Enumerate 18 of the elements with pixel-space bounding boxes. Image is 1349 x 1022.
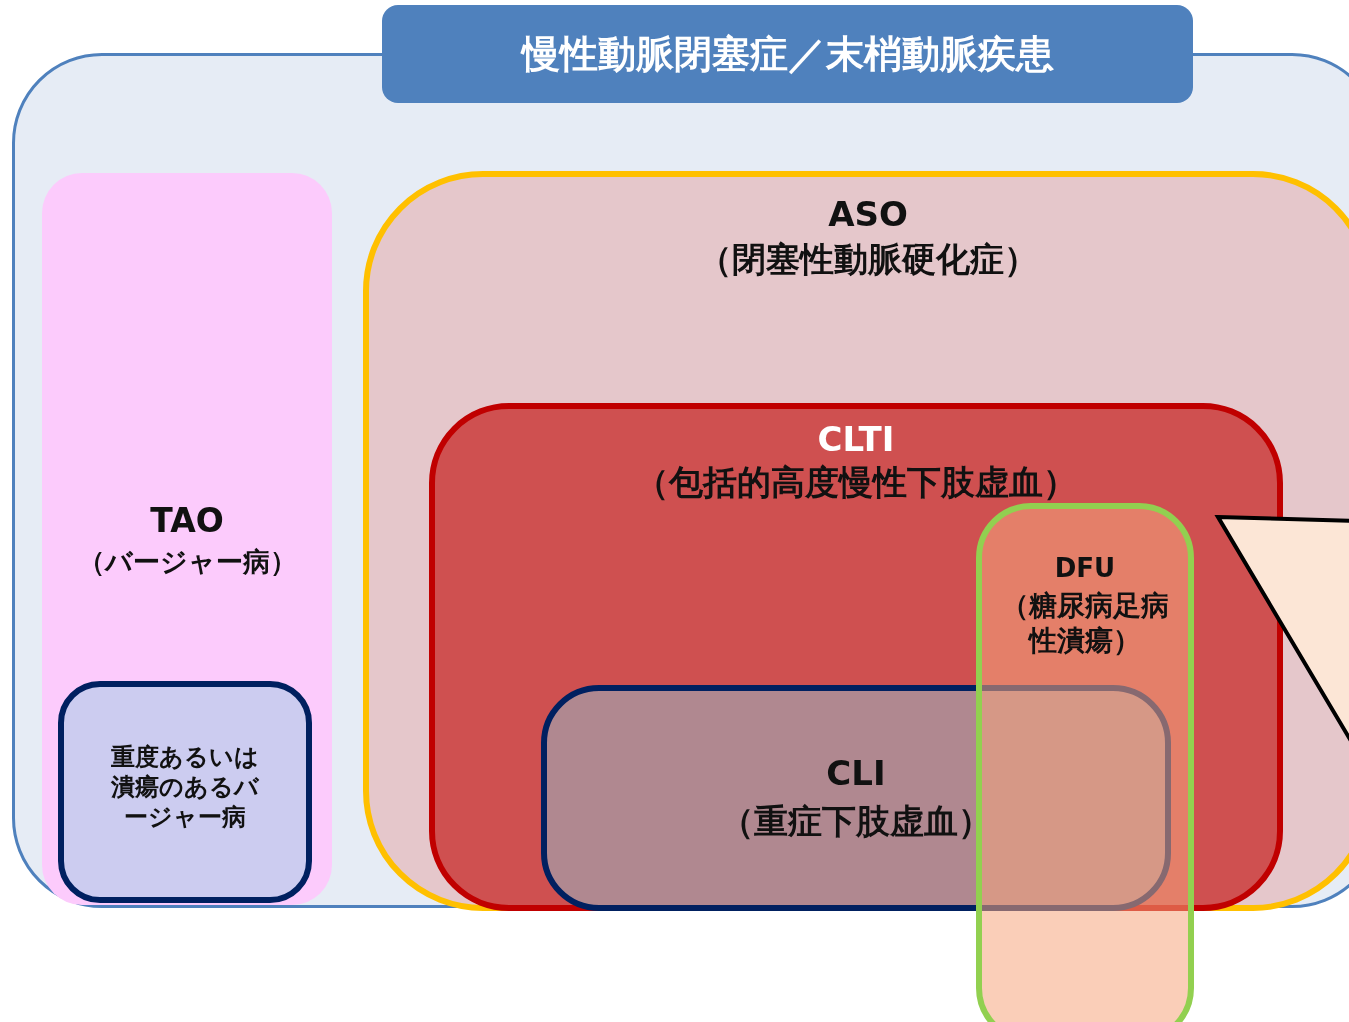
disease-label: 重度あるいは潰瘍のあるバージャー病 (110, 742, 260, 832)
disease-label: （重症下肢虚血） (720, 800, 992, 843)
title-banner: 慢性動脈閉塞症／末梢動脈疾患 (382, 5, 1193, 103)
abbreviation-label: CLTI (817, 418, 895, 461)
disease-label: （包括的高度慢性下肢虚血） (635, 461, 1077, 504)
abbreviation-label: CLI (826, 752, 886, 795)
clti-region (429, 403, 1283, 911)
abbreviation-label: TAO (150, 500, 224, 542)
disease-label: （糖尿病足病性潰瘍） (1000, 588, 1170, 658)
abbreviation-label: DFU (1054, 552, 1116, 585)
tao-region (42, 173, 332, 905)
cli-box (541, 685, 1171, 911)
dfu-region (976, 503, 1194, 1022)
disease-label: （バージャー病） (77, 545, 297, 579)
severe-tao-box (58, 681, 312, 903)
abbreviation-label: ASO (828, 193, 908, 236)
disease-label: （閉塞性動脈硬化症） (698, 238, 1038, 281)
aso-region (363, 171, 1349, 911)
